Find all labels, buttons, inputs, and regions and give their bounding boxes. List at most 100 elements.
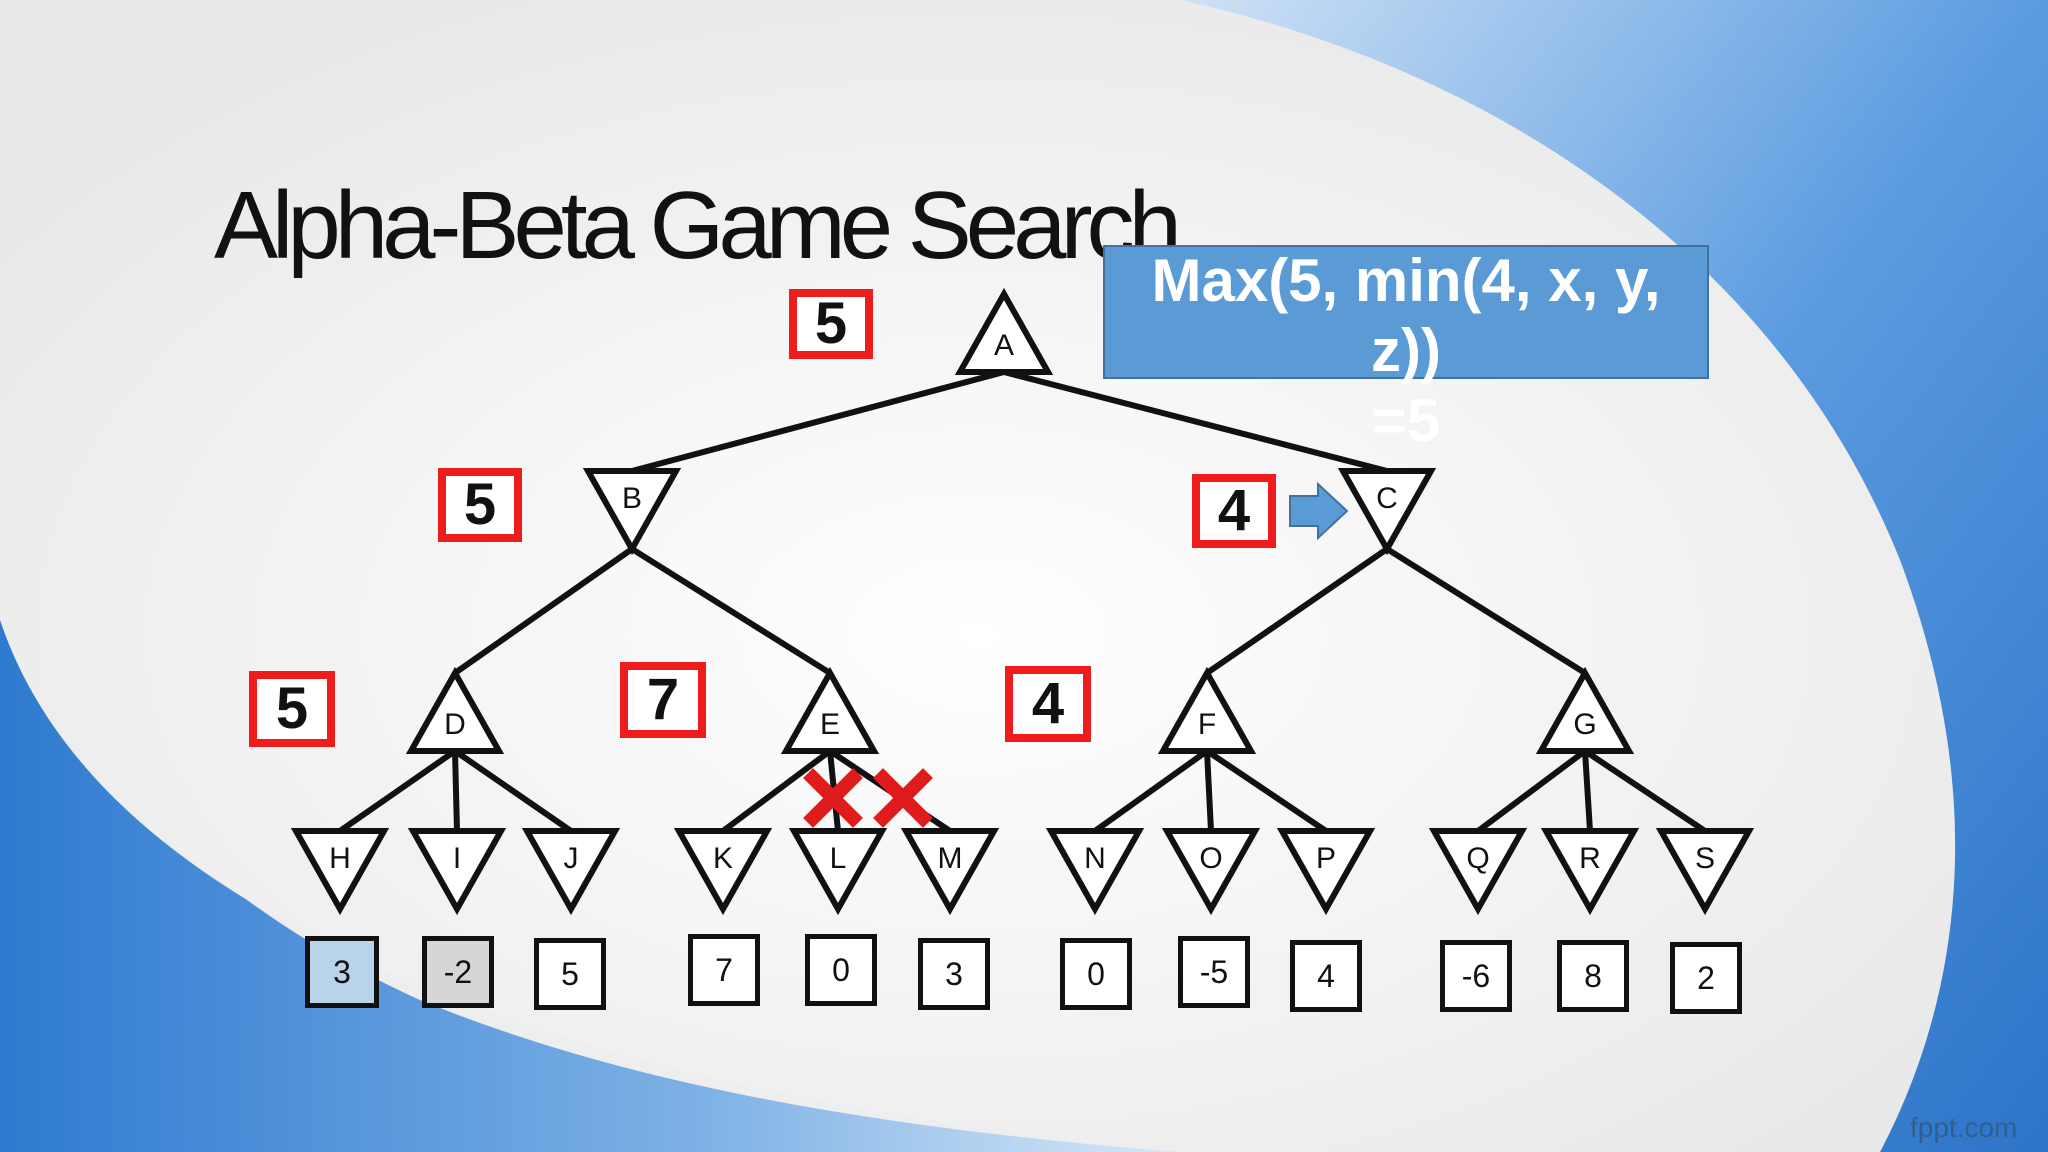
node-s-label: S	[1695, 842, 1715, 875]
node-a: A	[954, 287, 1054, 375]
edge-a-b	[631, 369, 1005, 474]
edge-g-q	[1476, 748, 1587, 834]
node-e: E	[780, 666, 880, 754]
node-m: M	[900, 828, 1000, 916]
node-p-shape	[1276, 828, 1376, 916]
leaf-value-n: 0	[1060, 938, 1132, 1010]
edge-g-r	[1582, 750, 1593, 832]
node-h-label: H	[329, 842, 351, 875]
leaf-value-k: 7	[688, 934, 760, 1006]
edge-b-e	[630, 546, 832, 676]
edge-c-g	[1385, 546, 1587, 676]
node-value-b: 5	[438, 468, 522, 542]
node-n-shape	[1045, 828, 1145, 916]
node-p: P	[1276, 828, 1376, 916]
node-d-shape	[405, 666, 505, 754]
node-a-label: A	[994, 329, 1014, 362]
node-m-label: M	[938, 842, 963, 875]
edge-a-c	[1003, 369, 1388, 474]
leaf-value-j: 5	[534, 938, 606, 1010]
node-k: K	[673, 828, 773, 916]
node-j-label: J	[564, 842, 579, 875]
node-c-label: C	[1376, 482, 1398, 515]
node-value-f: 4	[1005, 666, 1091, 742]
edge-d-i	[452, 750, 460, 832]
node-e-label: E	[820, 708, 840, 741]
node-i-label: I	[453, 842, 461, 875]
node-m-shape	[900, 828, 1000, 916]
node-value-d: 5	[249, 671, 335, 747]
node-b-label: B	[622, 482, 642, 515]
node-n: N	[1045, 828, 1145, 916]
edge-f-o	[1204, 750, 1214, 832]
leaf-value-h: 3	[305, 936, 379, 1008]
node-i-shape	[407, 828, 507, 916]
node-value-e: 7	[620, 662, 706, 738]
node-c-shape	[1337, 468, 1437, 556]
node-value-c: 4	[1192, 474, 1276, 548]
node-d: D	[405, 666, 505, 754]
edge-f-p	[1205, 748, 1328, 834]
node-r-label: R	[1579, 842, 1601, 875]
node-k-label: K	[713, 842, 733, 875]
node-g-shape	[1535, 666, 1635, 754]
leaf-value-o: -5	[1178, 936, 1250, 1008]
formula-callout	[1103, 245, 1709, 379]
edge-e-k	[721, 748, 832, 834]
formula-line-2: z))	[1371, 317, 1441, 384]
node-o-shape	[1161, 828, 1261, 916]
x-mark-stroke	[803, 768, 863, 828]
node-q: Q	[1428, 828, 1528, 916]
node-g: G	[1535, 666, 1635, 754]
node-h: H	[290, 828, 390, 916]
node-o-label: O	[1199, 842, 1222, 875]
node-s-shape	[1655, 828, 1755, 916]
x-mark-icon	[803, 768, 863, 828]
leaf-value-p: 4	[1290, 940, 1362, 1012]
node-q-shape	[1428, 828, 1528, 916]
leaf-value-m: 3	[918, 938, 990, 1010]
node-g-label: G	[1573, 708, 1596, 741]
node-n-label: N	[1084, 842, 1106, 875]
node-r: R	[1540, 828, 1640, 916]
node-j-shape	[521, 828, 621, 916]
node-f-shape	[1157, 666, 1257, 754]
right-arrow-icon	[1289, 481, 1349, 541]
node-d-label: D	[444, 708, 466, 741]
node-i: I	[407, 828, 507, 916]
edge-g-s	[1583, 748, 1707, 834]
node-value-a: 5	[789, 289, 873, 359]
node-l: L	[788, 828, 888, 916]
node-b-shape	[582, 468, 682, 556]
edge-f-n	[1093, 748, 1209, 834]
node-c: C	[1337, 468, 1437, 556]
node-f: F	[1157, 666, 1257, 754]
watermark: fppt.com	[1910, 1112, 2018, 1143]
node-r-shape	[1540, 828, 1640, 916]
node-o: O	[1161, 828, 1261, 916]
node-b: B	[582, 468, 682, 556]
node-s: S	[1655, 828, 1755, 916]
node-f-label: F	[1198, 708, 1216, 741]
node-l-label: L	[830, 842, 847, 875]
node-k-shape	[673, 828, 773, 916]
leaf-value-i: -2	[422, 936, 494, 1008]
node-h-shape	[290, 828, 390, 916]
leaf-value-s: 2	[1670, 942, 1742, 1014]
formula-line-1: Max(5, min(4, x, y,	[1151, 247, 1661, 314]
edge-d-j	[453, 748, 573, 834]
edge-b-d	[453, 546, 634, 676]
edge-d-h	[338, 748, 457, 834]
x-mark-icon	[873, 768, 933, 828]
edge-c-f	[1205, 546, 1389, 676]
node-p-label: P	[1316, 842, 1336, 875]
node-l-shape	[788, 828, 888, 916]
x-mark-stroke	[873, 768, 933, 828]
node-e-shape	[780, 666, 880, 754]
node-q-label: Q	[1466, 842, 1489, 875]
node-a-shape	[954, 287, 1054, 375]
leaf-value-q: -6	[1440, 940, 1512, 1012]
formula-line-3: =5	[1371, 387, 1441, 454]
slide-title: Alpha-Beta Game Search	[214, 172, 1182, 279]
